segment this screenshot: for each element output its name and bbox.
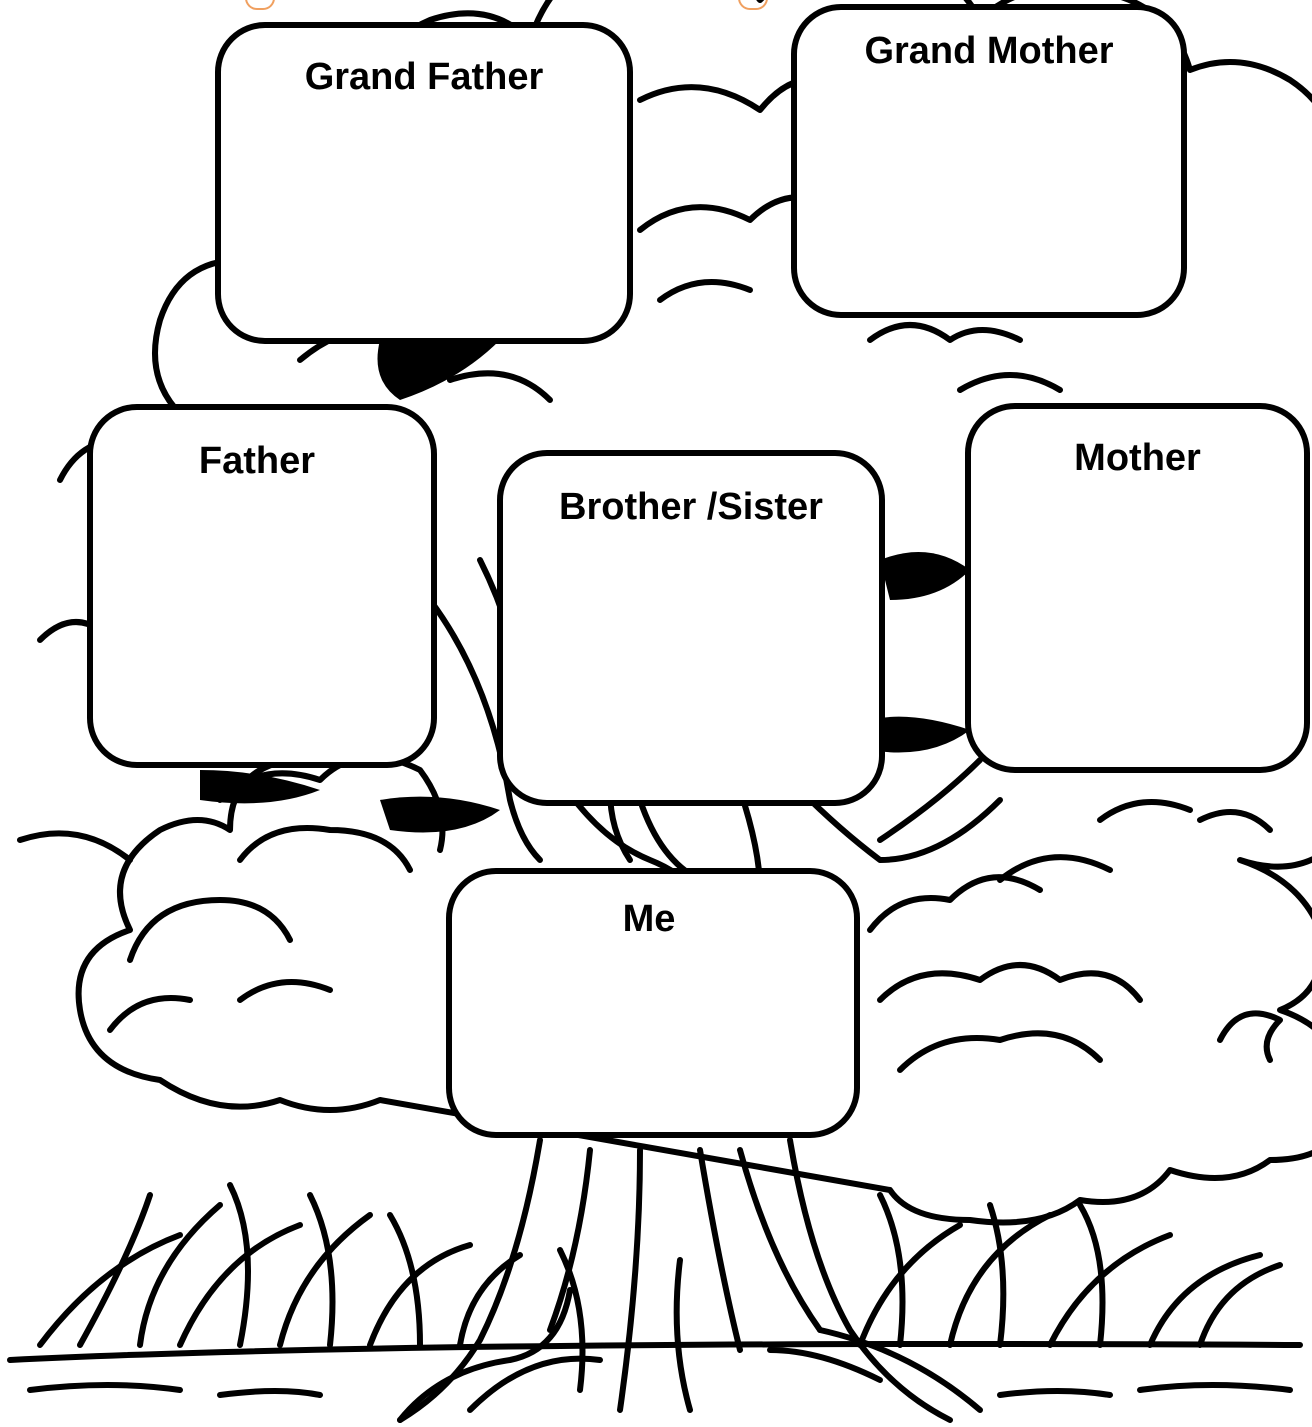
father-label: Father <box>198 440 316 482</box>
sibling-label: Brother /Sister <box>559 486 823 528</box>
me-box[interactable]: Me <box>446 868 860 1138</box>
grandmother-box[interactable]: Grand Mother <box>791 4 1187 318</box>
mother-label: Mother <box>1074 437 1201 479</box>
sibling-box[interactable]: Brother /Sister <box>497 450 885 806</box>
me-label: Me <box>622 898 676 940</box>
father-box[interactable]: Father <box>87 404 437 768</box>
grandfather-box[interactable]: Grand Father <box>215 22 633 344</box>
grandfather-label: Grand Father <box>304 56 544 98</box>
grandmother-label: Grand Mother <box>864 30 1114 72</box>
mother-box[interactable]: Mother <box>965 403 1310 773</box>
